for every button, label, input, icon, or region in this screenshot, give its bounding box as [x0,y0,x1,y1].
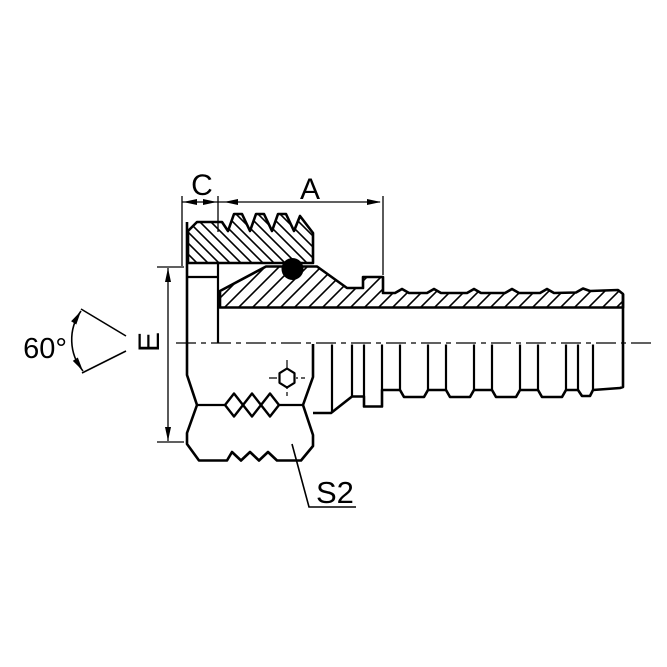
arrow-e-bottom [165,427,171,441]
s2-annotation: S2 [291,443,356,510]
nut-threaded-wall [186,212,315,265]
arrow-e-top [165,268,171,282]
dimension-a: A [224,173,384,275]
s2-label: S2 [316,475,354,510]
o-ring-seal [281,258,304,280]
dim-c-label: C [191,169,213,202]
dimension-c: C [181,169,380,266]
hole-hexagon [278,367,296,389]
angle-annotation: 60° [23,308,127,374]
nut-front-view [185,344,315,462]
dimension-e: E [133,266,184,443]
arrow-a-right [367,199,381,205]
barb-rib-lines [330,344,595,412]
arrow-c-left [183,199,197,205]
hose-shank-external [313,294,625,415]
arrow-arc-bottom [72,357,83,371]
arrow-a-left [224,199,238,205]
arrow-arc-top [71,311,81,325]
nut-silhouette [185,344,315,462]
stem-section [218,265,625,309]
angle-60-label: 60° [23,333,67,365]
knurl-diamonds [223,392,281,418]
nut-section [185,212,315,344]
arrow-c-right [203,199,217,205]
stem-wall [218,265,625,309]
shank-silhouette [313,294,625,415]
s2-leader-line [291,443,356,508]
dim-a-label: A [300,173,320,206]
dim-e-label: E [133,332,166,352]
hole-marker [269,360,305,396]
